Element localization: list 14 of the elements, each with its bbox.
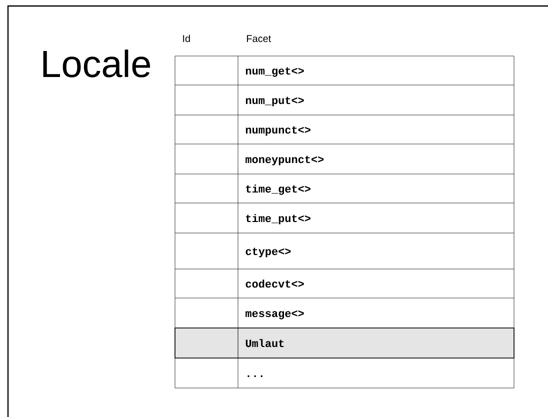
table-cell: ... [248,375,262,377]
column-header: Facet [247,35,272,42]
table-cell: moneypunct<> [246,156,324,166]
locale-title: Locale [43,50,150,78]
column-header: Id [183,34,190,42]
table-cell: codecvt<> [246,280,304,288]
table-cell: num_put<> [246,96,304,106]
table-cell: ctype<> [246,248,291,258]
table-cell: time_get<> [246,184,310,195]
highlighted-row: Umlaut [174,328,514,358]
table-cell: numpunct<> [246,126,310,136]
table-cell: message<> [246,310,304,320]
table-cell: time_put<> [246,214,310,224]
table-cell: num_get<> [246,67,304,77]
